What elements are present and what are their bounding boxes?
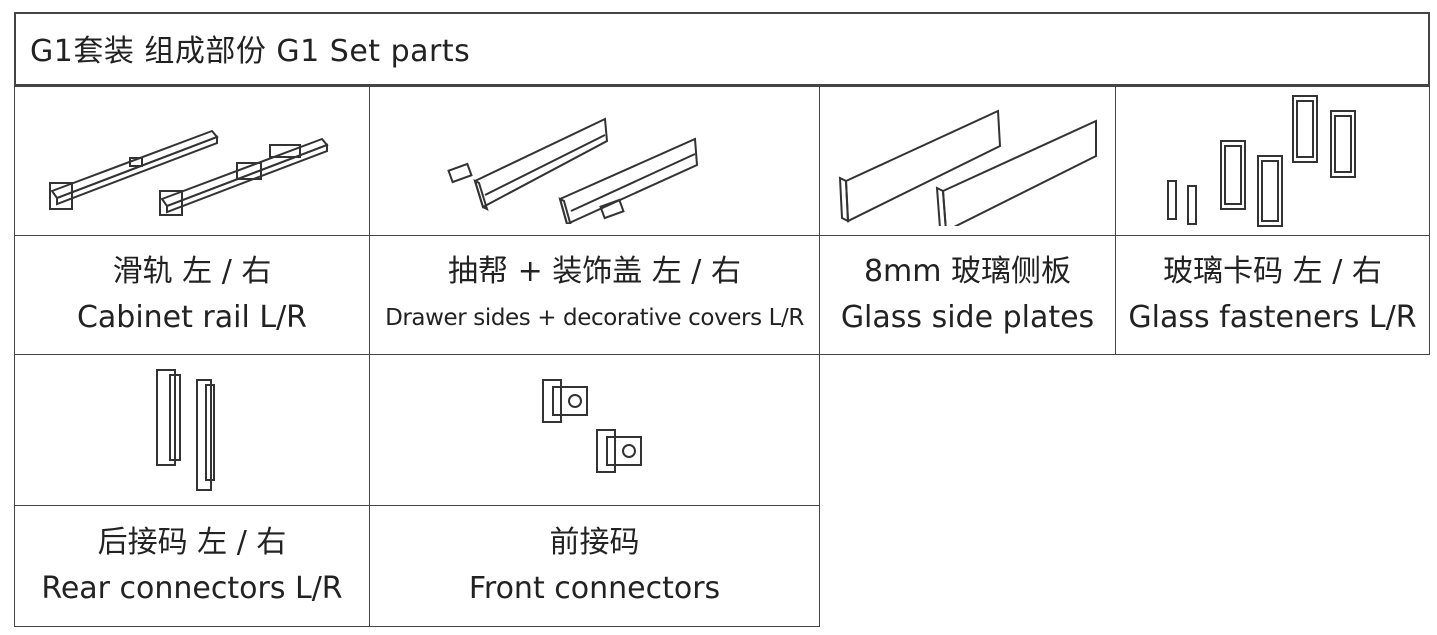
part-label-cn: 前接码 — [549, 525, 640, 560]
glass-side-plates-image-cell — [819, 86, 1116, 236]
part-label-en: Drawer sides + decorative covers L/R — [385, 305, 804, 331]
front-connectors-label-cell: 前接码 Front connectors — [369, 505, 820, 627]
glass-side-plates-drawing — [838, 109, 1097, 226]
rear-connectors-label-cell: 后接码 左 / 右 Rear connectors L/R — [14, 505, 370, 627]
part-label-en: Rear connectors L/R — [41, 571, 343, 606]
front-connectors-image-cell — [369, 354, 820, 506]
cabinet-rail-image-cell — [14, 86, 370, 236]
part-label-en: Glass side plates — [840, 300, 1095, 335]
drawer-sides-label-cell: 抽帮 + 装饰盖 左 / 右 Drawer sides + decorative… — [369, 235, 820, 355]
glass-fasteners-drawing — [1166, 95, 1356, 227]
front-connectors-drawing — [541, 379, 642, 473]
part-label-en: Glass fasteners L/R — [1128, 300, 1417, 335]
part-label-cn: 8mm 玻璃侧板 — [863, 254, 1072, 289]
drawer-sides-drawing — [446, 116, 698, 224]
part-label-cn: 滑轨 左 / 右 — [112, 254, 272, 289]
part-label-cn: 抽帮 + 装饰盖 左 / 右 — [448, 254, 741, 289]
cabinet-rail-drawing — [49, 129, 329, 216]
part-label-en: Cabinet rail L/R — [76, 300, 308, 335]
glass-side-plates-label-cell: 8mm 玻璃侧板 Glass side plates — [819, 235, 1116, 355]
part-label-en: Front connectors — [468, 571, 721, 606]
glass-fasteners-label-cell: 玻璃卡码 左 / 右 Glass fasteners L/R — [1115, 235, 1430, 355]
glass-fasteners-image-cell — [1115, 86, 1430, 236]
part-label-cn: 玻璃卡码 左 / 右 — [1163, 254, 1382, 289]
rear-connectors-image-cell — [14, 354, 370, 506]
rear-connectors-drawing — [156, 369, 215, 491]
part-label-cn: 后接码 左 / 右 — [97, 525, 287, 560]
page-title: G1套装 组成部份 G1 Set parts — [30, 34, 471, 69]
drawer-sides-image-cell — [369, 86, 820, 236]
header-frame — [14, 12, 1430, 86]
cabinet-rail-label-cell: 滑轨 左 / 右 Cabinet rail L/R — [14, 235, 370, 355]
